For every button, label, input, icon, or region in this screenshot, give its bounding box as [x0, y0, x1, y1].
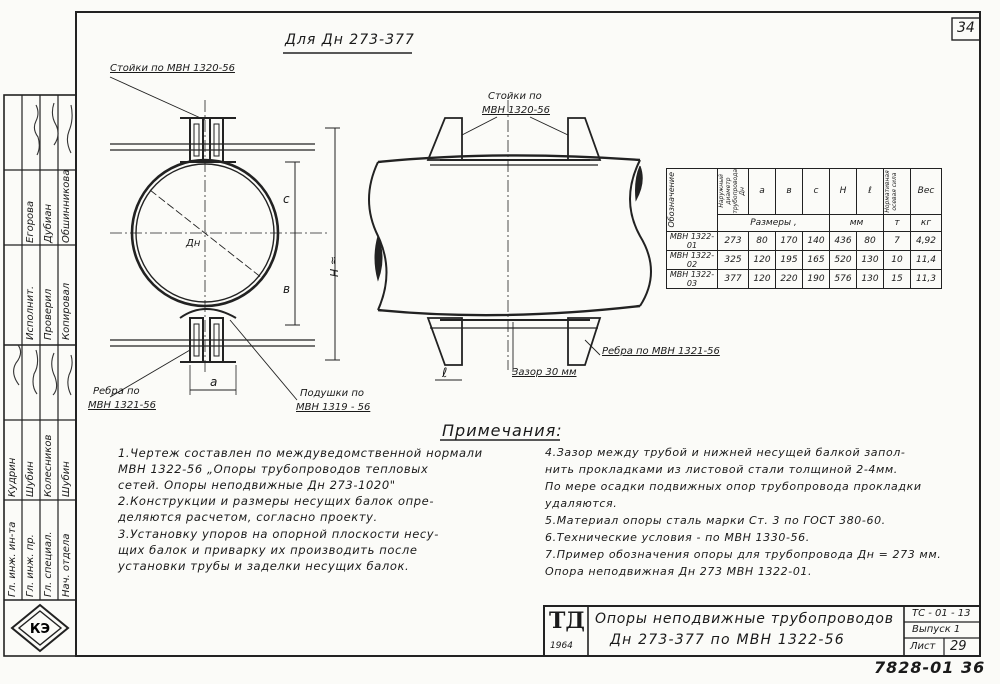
note-line: МВН 1322-56 „Опоры трубопроводов тепловы… [118, 462, 429, 476]
note-line: По мере осадки подвижных опор трубопрово… [545, 480, 922, 493]
title-block-issue: Выпуск 1 [912, 624, 961, 635]
table-header-H: Н [829, 168, 857, 215]
table-sizes-label: Размеры , [717, 213, 830, 232]
signatures [13, 102, 73, 396]
dim-Dn: Дн [186, 238, 201, 249]
table-header-designation: Обозначение [667, 172, 676, 228]
label-stoiki-right-2: МВН 1320-56 [482, 105, 550, 116]
institute-logo: КЭ [10, 603, 70, 653]
note-line: деляются расчетом, согласно проекту. [118, 510, 378, 524]
label-rebra-left-1: Ребра по [93, 386, 140, 397]
dim-a: а [210, 375, 218, 389]
title-block-logo: ТД [549, 608, 585, 634]
document-number: 7828-01 36 [874, 658, 986, 677]
note-line: сетей. Опоры неподвижные Дн 273-1020" [118, 478, 396, 492]
notes-title: Примечания: [442, 421, 563, 440]
title-block-frame [543, 605, 981, 657]
table-header-a: а [748, 168, 776, 215]
note-line: удаляются. [545, 497, 618, 510]
dim-H: ≈ Н [327, 256, 340, 277]
label-podushki-1: Подушки по [300, 388, 364, 399]
dimension-table: Обозначение Наружный диаметр трубопровод… [666, 168, 942, 289]
title-block-sheet-label: Лист [910, 641, 936, 652]
dim-c: с [283, 192, 290, 206]
note-line: установки трубы и заделки несущих балок. [118, 559, 410, 573]
svg-text:КЭ: КЭ [30, 622, 50, 637]
table-header-b: в [775, 168, 803, 215]
note-line: 2.Конструкции и размеры несущих балок оп… [118, 494, 435, 508]
table-unit-kg: кг [910, 213, 942, 232]
side-view [368, 100, 652, 381]
title-block-code: ТС - 01 - 13 [912, 608, 971, 619]
label-rebra-right: Ребра по МВН 1321-56 [602, 346, 720, 357]
page-number: 34 [957, 20, 975, 36]
drawing-title: Для Дн 273-377 [285, 32, 415, 48]
table-header-force: Нормативная осевая сила [884, 170, 898, 213]
label-stoiki-left: Стойки по МВН 1320-56 [110, 63, 235, 74]
cross-section-view [109, 76, 340, 401]
title-block-title-2: Дн 273-377 по МВН 1322-56 [610, 632, 845, 648]
label-podushki-2: МВН 1319 - 56 [296, 402, 371, 413]
label-zazor: Зазор 30 мм [512, 367, 577, 378]
note-line: 6.Технические условия - по МВН 1330-56. [545, 531, 810, 544]
dim-b: в [283, 282, 291, 296]
note-line: Опора неподвижная Дн 273 МВН 1322-01. [545, 565, 813, 578]
table-header-l: ℓ [856, 168, 884, 215]
note-line: 5.Материал опоры сталь марки Ст. 3 по ГО… [545, 514, 886, 527]
table-unit-t: т [883, 213, 911, 232]
table-header-weight: Вес [910, 168, 942, 215]
title-block-year: 1964 [550, 641, 573, 651]
note-line: нить прокладками из листовой стали толщи… [545, 463, 898, 476]
table-header-outer-diam: Наружный диаметр трубопровода Дн [718, 168, 746, 214]
note-line: щих балок и приварку их производить посл… [118, 543, 418, 557]
table-header-c: с [802, 168, 830, 215]
note-line: 3.Установку упоров на опорной плоскости … [118, 527, 439, 541]
title-block-title-1: Опоры неподвижные трубопроводов [595, 611, 894, 627]
note-line: 7.Пример обозначения опоры для трубопров… [545, 548, 942, 561]
note-line: 4.Зазор между трубой и нижней несущей ба… [545, 446, 906, 459]
title-block-sheet-number: 29 [950, 639, 967, 654]
table-mm-label: мм [829, 213, 884, 232]
label-stoiki-right-1: Стойки по [488, 91, 542, 102]
label-rebra-left-2: МВН 1321-56 [88, 400, 156, 411]
dim-l: ℓ [442, 366, 448, 381]
note-line: 1.Чертеж составлен по междуведомственной… [118, 446, 483, 460]
